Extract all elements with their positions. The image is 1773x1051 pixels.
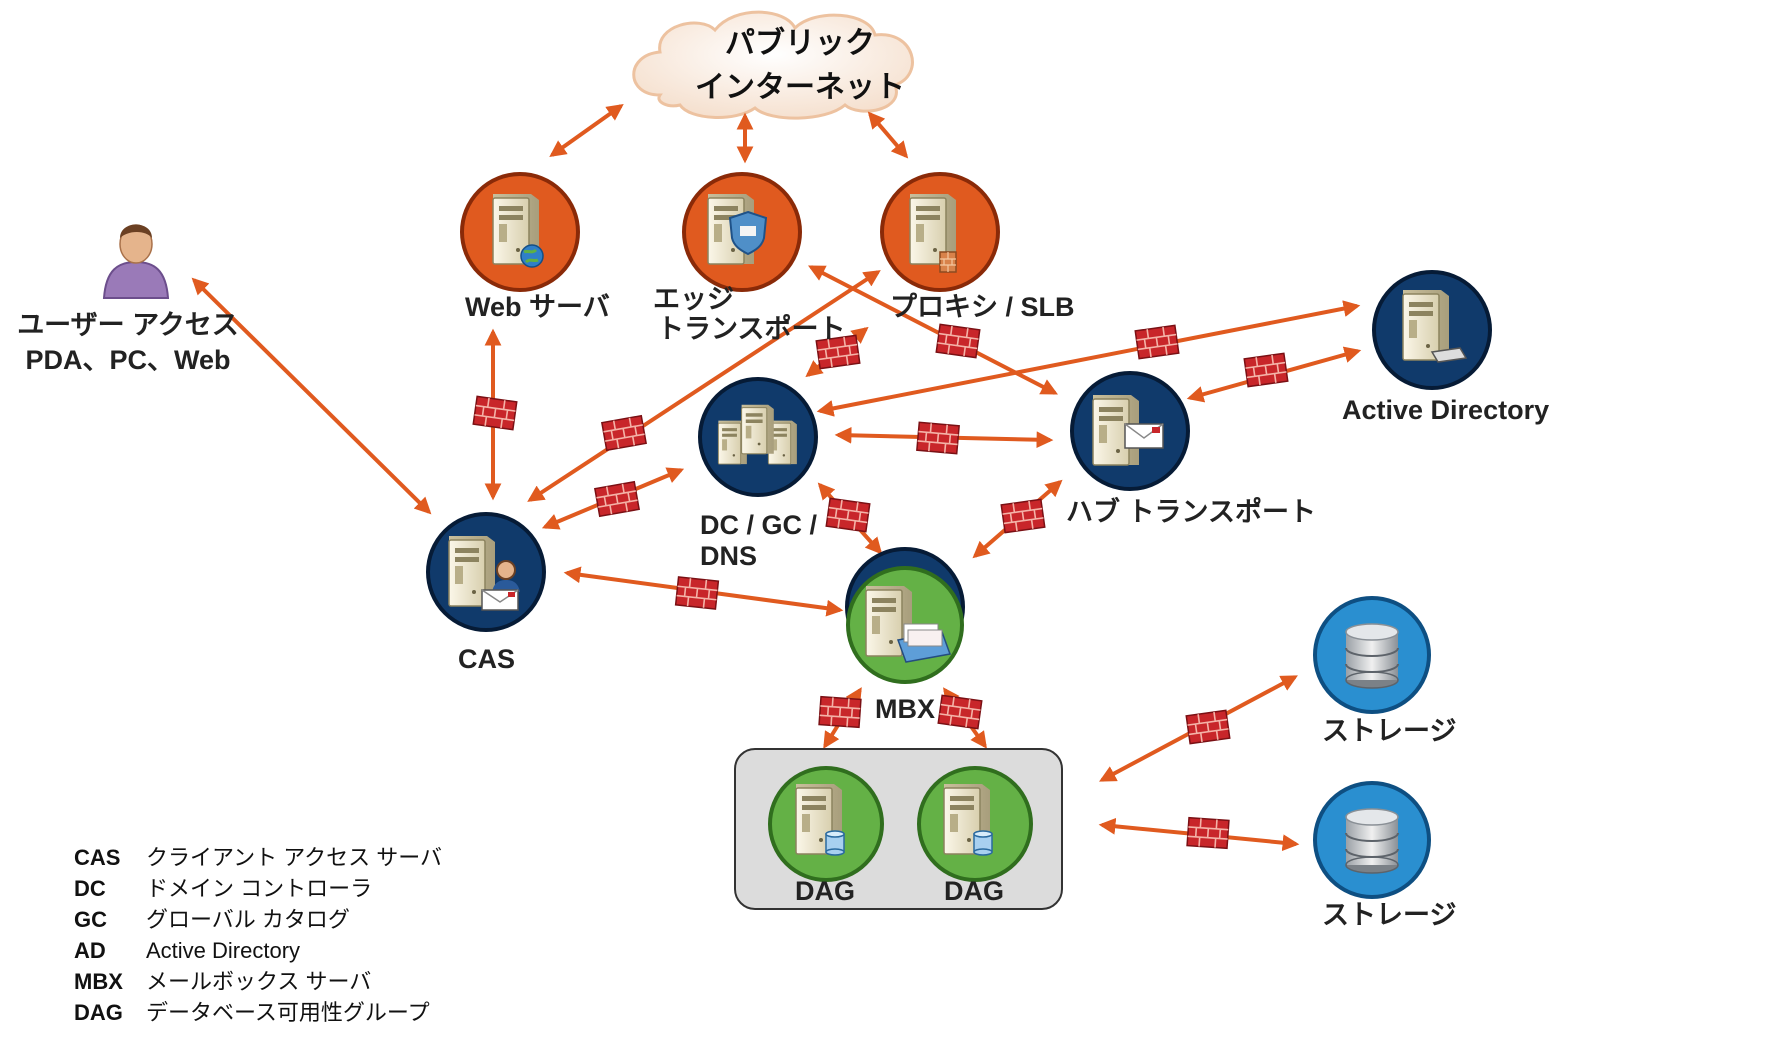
database-icon <box>1345 623 1399 689</box>
firewall-icon <box>674 576 720 610</box>
firewall-icon <box>1185 709 1231 745</box>
hub-transport-label: ハブ トランスポート <box>1066 497 1316 527</box>
user-access-label: ユーザー アクセス PDA、PC、Web <box>8 308 248 378</box>
legend-desc: データベース可用性グループ <box>146 1000 430 1025</box>
active-directory-node <box>1372 270 1492 390</box>
edge-transport-node <box>682 172 802 292</box>
web-server-node <box>460 172 580 292</box>
edge-transport-label-line1: エッジ <box>653 284 734 314</box>
firewall-icon <box>1243 352 1289 388</box>
firewall-icon <box>935 323 981 359</box>
server-icon <box>741 404 775 455</box>
storage2-label: ストレージ <box>1322 900 1457 930</box>
arrow-dc-ad <box>816 300 1361 417</box>
legend-row: DC ドメイン コントローラ <box>74 873 442 904</box>
user-access-label-line2: PDA、PC、Web <box>25 345 231 375</box>
legend-abbr: CAS <box>74 845 121 870</box>
cas-node <box>426 512 546 632</box>
envelope-icon <box>1124 423 1164 449</box>
legend-row: AD Active Directory <box>74 935 442 966</box>
dc-gc-dns-label-line1: DC / GC / <box>700 510 818 540</box>
cloud-label-line1: パブリック <box>725 27 875 60</box>
edge-transport-label-line2: トランスポート <box>657 314 846 344</box>
firewall-icon <box>594 480 640 518</box>
keyboard-icon <box>1430 347 1468 363</box>
server-icon <box>1402 289 1450 361</box>
legend-desc: ドメイン コントローラ <box>146 876 373 901</box>
legend-row: GC グローバル カタログ <box>74 904 442 935</box>
legend-abbr: DAG <box>74 1000 123 1025</box>
storage1-node <box>1313 596 1431 714</box>
dag1-label: DAG <box>795 876 855 906</box>
legend-desc: メールボックス サーバ <box>146 969 372 994</box>
edge-transport-label: エッジ トランスポート <box>653 284 845 344</box>
dc-gc-dns-label-line2: DNS <box>700 541 758 571</box>
firewall-icon <box>937 694 983 730</box>
dag1-node <box>768 766 884 882</box>
firewall-icon <box>472 395 518 431</box>
legend-abbr: GC <box>74 907 107 932</box>
dag2-node <box>917 766 1033 882</box>
cas-label: CAS <box>458 644 516 674</box>
legend-row: DAG データベース可用性グループ <box>74 997 442 1028</box>
arrow-internet-web <box>549 104 624 157</box>
legend-row: CAS クライアント アクセス サーバ <box>74 842 442 873</box>
active-directory-label: Active Directory <box>1342 395 1550 425</box>
legend: CAS クライアント アクセス サーバ DC ドメイン コントローラ GC グロ… <box>74 842 442 1028</box>
mbx-node <box>845 547 965 684</box>
database-icon <box>973 830 993 856</box>
dag2-label: DAG <box>944 876 1004 906</box>
arrow-user-cas <box>191 277 432 515</box>
legend-abbr: AD <box>74 938 106 963</box>
legend-row: MBX メールボックス サーバ <box>74 966 442 997</box>
database-icon <box>1345 808 1399 874</box>
cloud-label: パブリック インターネット <box>660 22 940 110</box>
firewall-icon <box>1134 324 1180 360</box>
arrow-internet-proxy <box>867 111 909 159</box>
user-access-label-line1: ユーザー アクセス <box>17 310 239 340</box>
firewall-icon <box>825 497 871 533</box>
storage2-node <box>1313 781 1431 899</box>
legend-desc: グローバル カタログ <box>146 907 350 932</box>
legend-desc: クライアント アクセス サーバ <box>146 845 443 870</box>
person-icon <box>492 560 520 592</box>
dc-gc-dns-label: DC / GC / DNS <box>700 510 817 572</box>
firewall-icon <box>916 421 960 455</box>
firewall-icon <box>1186 816 1230 850</box>
cloud-label-line2: インターネット <box>695 71 905 104</box>
legend-abbr: DC <box>74 876 106 901</box>
firewall-icon <box>1000 498 1046 534</box>
mailbox-icon <box>896 623 952 663</box>
firewall-icon <box>939 251 957 273</box>
storage1-label: ストレージ <box>1322 716 1457 746</box>
proxy-slb-label: プロキシ / SLB <box>890 292 1075 322</box>
proxy-slb-node <box>880 172 1000 292</box>
web-server-label: Web サーバ <box>465 292 610 322</box>
envelope-icon <box>481 589 519 611</box>
hub-transport-node <box>1070 371 1190 491</box>
firewall-icon <box>818 695 862 729</box>
database-icon <box>825 830 845 856</box>
mbx-label: MBX <box>875 694 935 724</box>
dc-gc-dns-node <box>698 377 818 497</box>
person-icon <box>102 224 170 299</box>
globe-icon <box>520 244 544 268</box>
cloud-icon <box>632 10 914 120</box>
firewall-icon <box>601 414 647 452</box>
legend-abbr: MBX <box>74 969 123 994</box>
legend-desc: Active Directory <box>146 938 301 963</box>
